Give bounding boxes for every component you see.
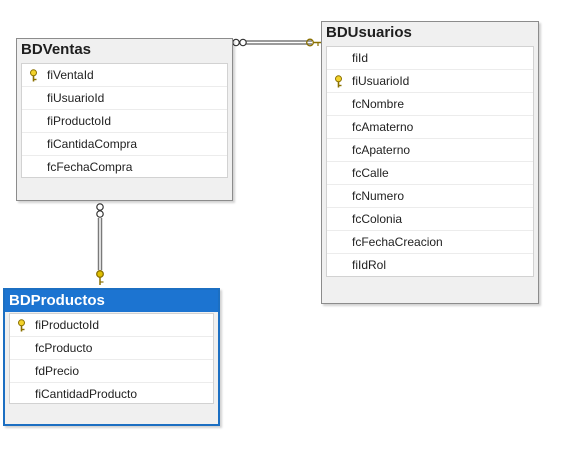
column-row[interactable]: fiId [327, 47, 533, 70]
column-row[interactable]: fcAmaterno [327, 116, 533, 139]
column-name: fcCalle [352, 166, 389, 180]
column-name: fcFechaCompra [47, 160, 133, 174]
column-row[interactable]: fdPrecio [10, 360, 213, 383]
column-name: fcNombre [352, 97, 405, 111]
column-row[interactable]: fcApaterno [327, 139, 533, 162]
column-name: fcNumero [352, 189, 405, 203]
column-name: fiUsuarioId [352, 74, 410, 88]
column-name: fcApaterno [352, 143, 411, 157]
relationship-ventas-productos[interactable] [96, 203, 104, 285]
column-row[interactable]: fcProducto [10, 337, 213, 360]
column-name: fdPrecio [35, 364, 80, 378]
column-name: fiCantidadProducto [35, 387, 138, 401]
column-name: fcProducto [35, 341, 93, 355]
relationship-ventas-usuarios[interactable] [232, 38, 321, 47]
column-name: fiUsuarioId [47, 91, 105, 105]
column-row[interactable]: fiCantidadProducto [10, 383, 213, 406]
column-name: fiIdRol [352, 258, 387, 272]
column-row[interactable]: fiProductoId [10, 314, 213, 337]
column-row[interactable]: fcFechaCompra [22, 156, 227, 179]
table-bdproductos[interactable]: BDProductos fiProductoId fcProducto fdPr… [3, 288, 220, 426]
table-bdusuarios[interactable]: BDUsuarios fiId fiUsuarioId fcNombre fcA… [321, 21, 539, 304]
column-row[interactable]: fcFechaCreacion [327, 231, 533, 254]
column-list: fiProductoId fcProducto fdPrecio fiCanti… [9, 313, 214, 404]
primary-key-icon [30, 69, 37, 82]
column-name: fiProductoId [35, 318, 100, 332]
table-bdventas[interactable]: BDVentas fiVentaId fiUsuarioId fiProduct… [16, 38, 233, 201]
column-name: fiProductoId [47, 114, 112, 128]
table-title: BDUsuarios [326, 24, 412, 41]
table-title: BDProductos [5, 290, 218, 312]
column-name: fcAmaterno [352, 120, 414, 134]
column-row[interactable]: fiUsuarioId [22, 87, 227, 110]
column-row[interactable]: fcCalle [327, 162, 533, 185]
many-end-icon [96, 210, 104, 218]
one-end-key-icon [306, 38, 321, 47]
column-row[interactable]: fiVentaId [22, 64, 227, 87]
many-end-icon [232, 38, 240, 47]
column-name: fcFechaCreacion [352, 235, 443, 249]
many-end-icon [239, 38, 247, 47]
column-row[interactable]: fiCantidaCompra [22, 133, 227, 156]
column-list: fiVentaId fiUsuarioId fiProductoId fiCan… [21, 63, 228, 178]
column-name: fiCantidaCompra [47, 137, 138, 151]
primary-key-icon [18, 319, 25, 332]
column-row[interactable]: fiUsuarioId [327, 70, 533, 93]
column-name: fiId [352, 51, 369, 65]
column-row[interactable]: fcColonia [327, 208, 533, 231]
primary-key-icon [335, 75, 342, 88]
column-row[interactable]: fiIdRol [327, 254, 533, 277]
column-row[interactable]: fcNombre [327, 93, 533, 116]
column-name: fiVentaId [47, 68, 94, 82]
column-list: fiId fiUsuarioId fcNombre fcAmaterno fcA… [326, 46, 534, 277]
one-end-key-icon [96, 270, 104, 285]
column-row[interactable]: fcNumero [327, 185, 533, 208]
column-name: fcColonia [352, 212, 403, 226]
table-title: BDVentas [21, 41, 92, 58]
column-row[interactable]: fiProductoId [22, 110, 227, 133]
many-end-icon [96, 203, 104, 211]
